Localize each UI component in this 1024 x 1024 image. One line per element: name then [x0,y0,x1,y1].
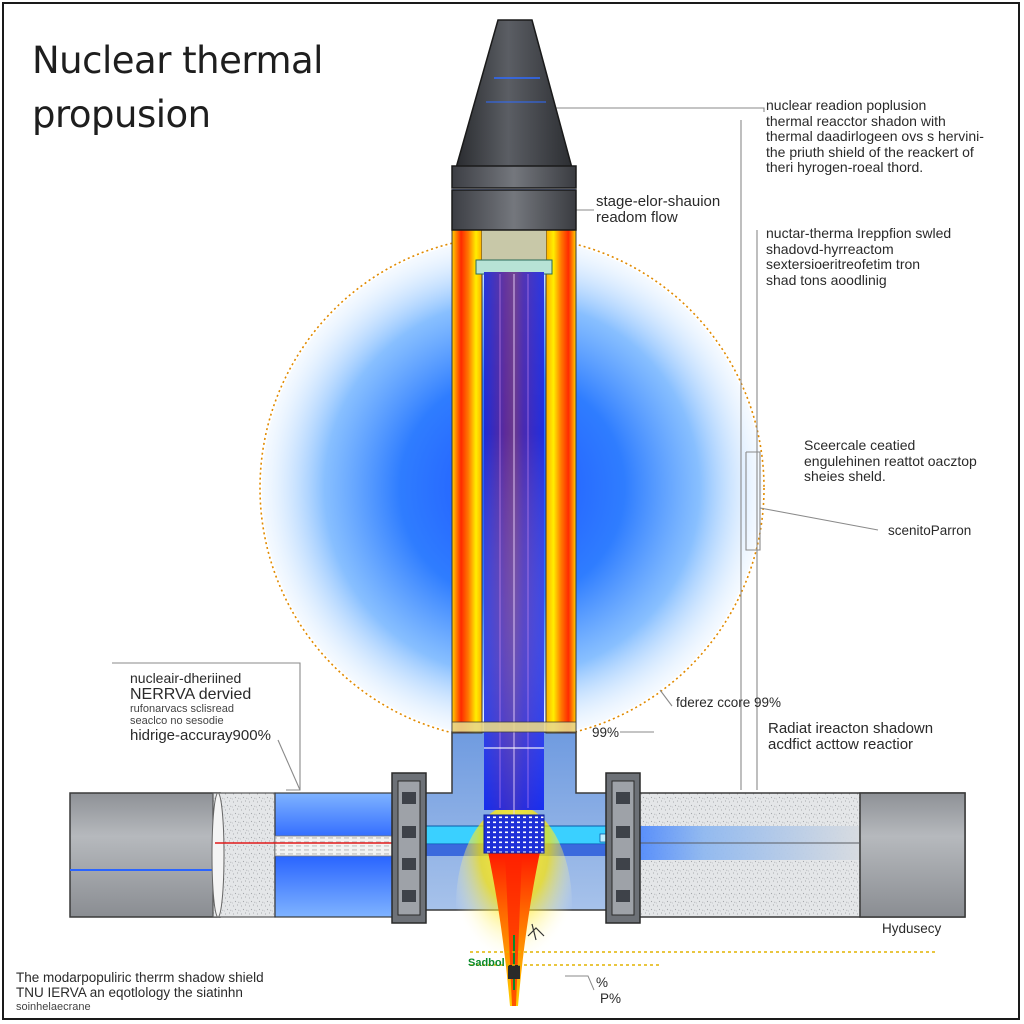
callout-shadow-hyreactom: nuctar-therma Ireppfion swled shadovd-hy… [766,225,952,288]
exhaust-plume [456,805,572,1006]
callout-line: thermal daadirlogeen ovs s hervini- [766,128,984,144]
callout-line: sheies sheld. [804,468,886,484]
right-flange [605,772,641,924]
callout-line: Radiat ireacton shadown [768,720,934,737]
left-pipe-assembly [69,792,416,918]
callout-line: nuctar-therma Ireppfion swled [766,225,952,241]
callout-green-tag: Sadbol [468,957,505,969]
callout-core-percent: fderez ccore 99% [676,695,782,710]
callout-99-percent: 99% [592,725,620,740]
callout-line: NERRVA dervied [130,686,252,703]
callout-line: rufonarvacs sclisread [130,703,234,715]
callout-line: engulehinen reattot oacztop [804,452,977,469]
callout-stage-flow: stage-elor-shauion readom flow [596,194,720,226]
callout-line: hidrige-accuray900% [130,727,271,744]
callout-line: Sceercale ceatied [804,437,916,453]
left-flange [391,772,427,924]
title-line-2: propusion [32,93,211,136]
callout-small-percent-2: P% [600,991,622,1006]
callout-line: shad tons aoodlinig [766,271,887,288]
callout-line: thermal reacctor shadon with [766,112,946,129]
callout-sceercale: Sceercale ceatied engulehinen reattot oa… [804,437,977,485]
callout-hydusecy: Hydusecy [882,921,942,936]
caption-line: TNU IERVA an eqotlology the siatinhn [16,985,243,1000]
callout-radiat: Radiat ireacton shadown acdfict acttow r… [768,721,933,753]
callout-line: theri hyrogen-roeal thord. [766,159,924,175]
caption-bottom-left: The modarpopuliric therrm shadow shield … [16,970,264,1015]
callout-line: readom flow [596,209,678,226]
callout-line: nucleair-dheriined [130,670,242,686]
exhaust-reference-lines [470,923,935,991]
callout-line: shadovd-hyrreactom [766,240,894,257]
caption-line: The modarpopuliric therrm shadow shield [16,970,264,985]
callout-line: seaclco no sesodie [130,715,224,727]
callout-line: nuclear readion poplusion [766,97,927,113]
callout-line: acdfict acttow reactior [768,736,914,753]
callout-small-percent: % [596,975,609,990]
callout-top-right: nuclear readion poplusion thermal reacct… [766,97,984,176]
nose-cone [451,19,577,231]
callout-line: the priuth shield of the reackert of [766,143,974,160]
reactor-column [451,227,577,854]
right-pipe-assembly [619,792,966,918]
diagram-title: Nuclear thermal propusion [32,34,323,142]
callout-line: stage-elor-shauion [596,193,721,210]
caption-line: soinhelaecrane [16,1001,91,1013]
callout-nerva: nucleair-dheriined NERRVA dervied rufona… [130,670,271,744]
callout-scenito: scenitoParron [888,523,972,538]
title-line-1: Nuclear thermal [32,39,323,82]
callout-line: sextersioeritreofetim tron [766,256,921,272]
